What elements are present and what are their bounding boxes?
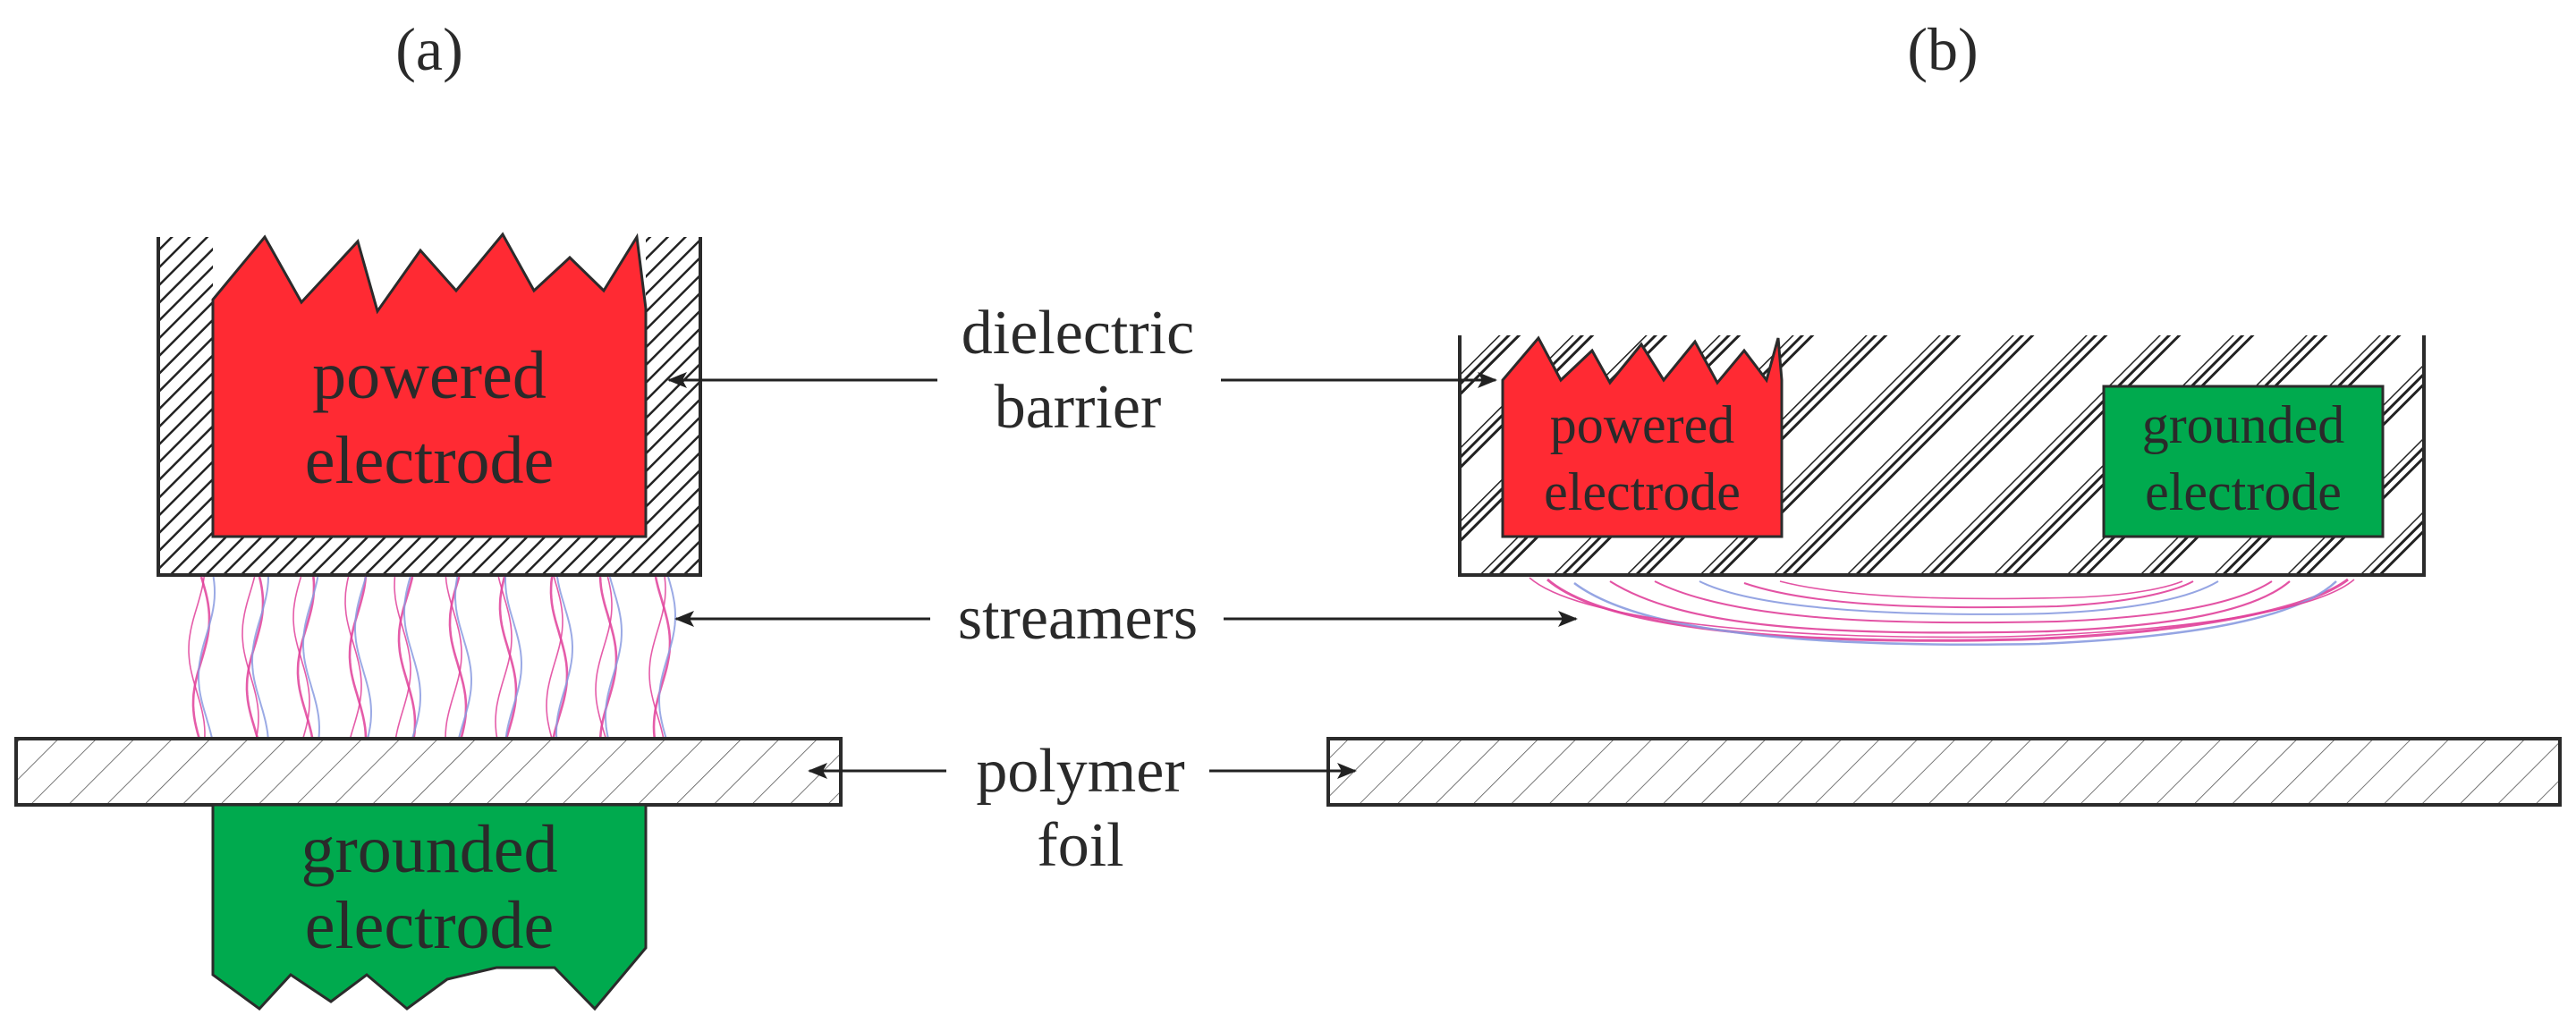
streamer-filament: [495, 576, 513, 739]
streamer-filament: [250, 576, 269, 739]
streamer-filament: [652, 576, 672, 739]
streamer-filament: [188, 576, 206, 739]
streamer-filament: [301, 576, 321, 739]
callout-dielectric: dielectric barrier: [667, 299, 1497, 442]
streamer-filament: [402, 576, 422, 739]
grounded-electrode-b-label-2: electrode: [2145, 462, 2342, 521]
streamer-filament: [648, 576, 666, 739]
powered-electrode-b: [1501, 335, 1784, 538]
powered-electrode-a: [211, 232, 648, 538]
streamer-filament: [504, 576, 523, 739]
streamer-filament: [445, 576, 462, 739]
streamer-filament: [657, 576, 677, 739]
powered-electrode-b-label-2: electrode: [1544, 462, 1741, 521]
streamer-filament: [1779, 580, 2183, 600]
callout-polymer: polymer foil: [808, 737, 1357, 880]
callout-streamers-text: streamers: [958, 584, 1198, 653]
panel-a: powered electrode grounded electrode: [14, 232, 843, 1011]
streamer-filament: [453, 576, 473, 739]
streamer-filament: [595, 576, 613, 739]
streamer-filament: [448, 576, 468, 739]
streamer-filament: [498, 576, 518, 739]
panel-b-label: (b): [1907, 15, 1978, 83]
streamer-filament: [549, 576, 569, 739]
streamer-filament: [348, 576, 368, 739]
streamer-filament: [1699, 580, 2219, 615]
streamers-a: [188, 576, 677, 739]
grounded-electrode-b-label-1: grounded: [2142, 395, 2345, 454]
panel-a-label: (a): [395, 15, 462, 83]
grounded-electrode-b: [2102, 385, 2385, 538]
powered-electrode-b-label-1: powered: [1550, 395, 1735, 454]
callout-streamers: streamers: [674, 584, 1578, 653]
streamer-filament: [394, 576, 411, 739]
streamer-filament: [242, 576, 259, 739]
callout-polymer-line1: polymer: [976, 737, 1184, 806]
streamer-filament: [353, 576, 373, 739]
streamer-filament: [604, 576, 623, 739]
grounded-electrode-a-label-1: grounded: [301, 812, 557, 887]
streamer-filament: [1573, 580, 2337, 646]
streamer-filament: [191, 576, 211, 739]
callout-dielectric-line2: barrier: [995, 373, 1162, 442]
callout-polymer-line2: foil: [1037, 811, 1123, 880]
streamer-filament: [598, 576, 618, 739]
callout-dielectric-line1: dielectric: [962, 299, 1194, 368]
streamer-filament: [296, 576, 316, 739]
streamer-filament: [555, 576, 574, 739]
streamer-filament: [546, 576, 564, 739]
grounded-electrode-a: [211, 803, 648, 1011]
polymer-foil-a: [14, 737, 843, 807]
panel-b: powered electrode grounded electrode: [1326, 335, 2562, 807]
streamer-filament: [245, 576, 265, 739]
streamer-filament: [1743, 580, 2194, 609]
streamer-filament: [1609, 580, 2291, 634]
streamer-filament: [344, 576, 362, 739]
streamer-filament: [1529, 577, 2355, 639]
grounded-electrode-a-label-2: electrode: [305, 888, 554, 963]
streamer-filament: [1654, 580, 2273, 624]
polymer-foil-b: [1326, 737, 2562, 807]
powered-electrode-a-label-2: electrode: [305, 423, 554, 498]
streamer-filament: [292, 576, 310, 739]
streamer-filament: [197, 576, 216, 739]
streamers-b: [1529, 577, 2355, 646]
powered-electrode-a-label-1: powered: [312, 338, 547, 413]
